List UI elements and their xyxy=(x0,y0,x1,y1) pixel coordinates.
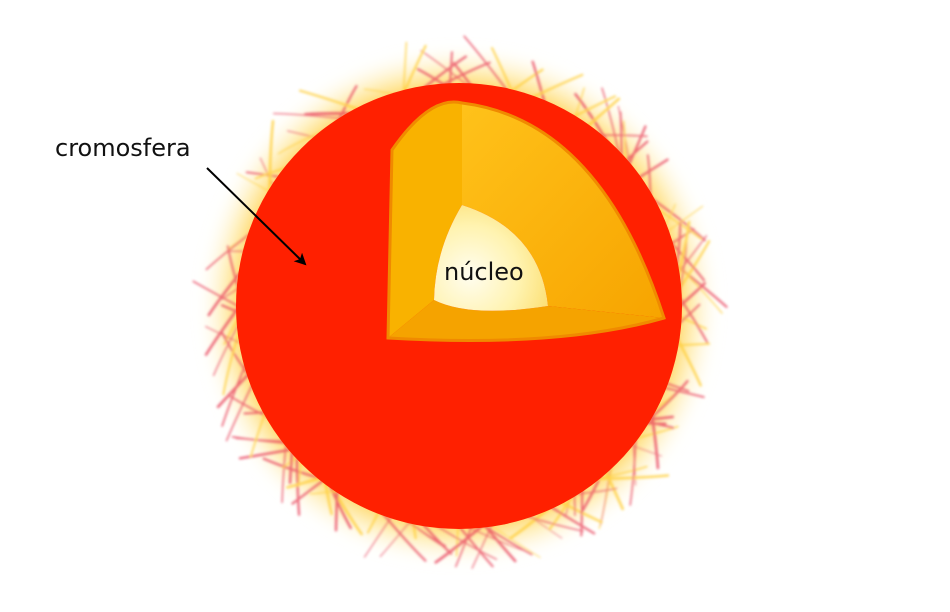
flare-filament xyxy=(336,487,338,530)
chromosphere-label: cromosfera xyxy=(55,134,191,162)
core-label: núcleo xyxy=(444,258,524,286)
